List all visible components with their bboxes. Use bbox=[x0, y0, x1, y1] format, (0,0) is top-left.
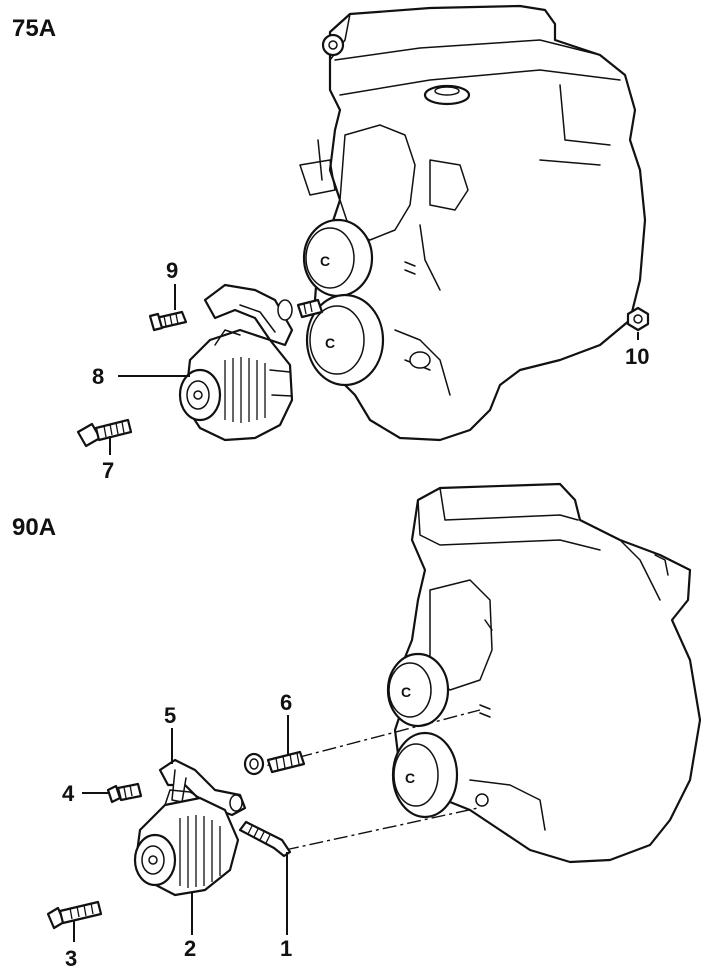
alternator-2 bbox=[133, 789, 240, 897]
bolt-1 bbox=[238, 820, 292, 858]
callout-7: 7 bbox=[102, 458, 114, 483]
engine-block-top: C C bbox=[299, 4, 647, 442]
section-75a: 75A bbox=[12, 4, 650, 483]
section-title-90a: 90A bbox=[12, 514, 56, 541]
pulley-lower-top: C bbox=[305, 293, 385, 387]
callout-5: 5 bbox=[164, 703, 176, 728]
adjusting-bracket-5 bbox=[158, 758, 247, 817]
section-title-75a: 75A bbox=[12, 15, 56, 42]
bolt-6 bbox=[243, 750, 306, 776]
bolt-4 bbox=[106, 782, 143, 804]
pulley-lower-bottom: C bbox=[391, 731, 459, 819]
callout-1: 1 bbox=[280, 936, 292, 961]
bolt-9 bbox=[148, 310, 188, 332]
callout-2: 2 bbox=[184, 936, 196, 961]
callout-4: 4 bbox=[62, 781, 75, 806]
pulley-letter-top-2: C bbox=[325, 335, 335, 351]
bolt-7 bbox=[76, 418, 133, 448]
nut-10 bbox=[626, 306, 650, 332]
pulley-letter-bottom-2: C bbox=[405, 770, 415, 786]
adjusting-bracket-top bbox=[203, 283, 324, 347]
callout-9: 9 bbox=[166, 258, 178, 283]
bolt-3 bbox=[46, 900, 103, 930]
callout-10: 10 bbox=[625, 344, 649, 369]
alternator-8 bbox=[178, 328, 294, 442]
pulley-upper-bottom: C bbox=[386, 652, 450, 728]
callout-6: 6 bbox=[280, 690, 292, 715]
section-90a: 90A C C bbox=[12, 482, 702, 971]
callout-3: 3 bbox=[65, 946, 77, 971]
pulley-upper-top: C bbox=[302, 218, 374, 298]
callout-8: 8 bbox=[92, 364, 104, 389]
pulley-letter-top-1: C bbox=[320, 253, 330, 269]
alignment-line-upper bbox=[249, 709, 481, 771]
engine-block-bottom: C C bbox=[386, 482, 702, 864]
alignment-line-lower bbox=[284, 807, 479, 851]
pulley-letter-bottom-1: C bbox=[401, 684, 411, 700]
